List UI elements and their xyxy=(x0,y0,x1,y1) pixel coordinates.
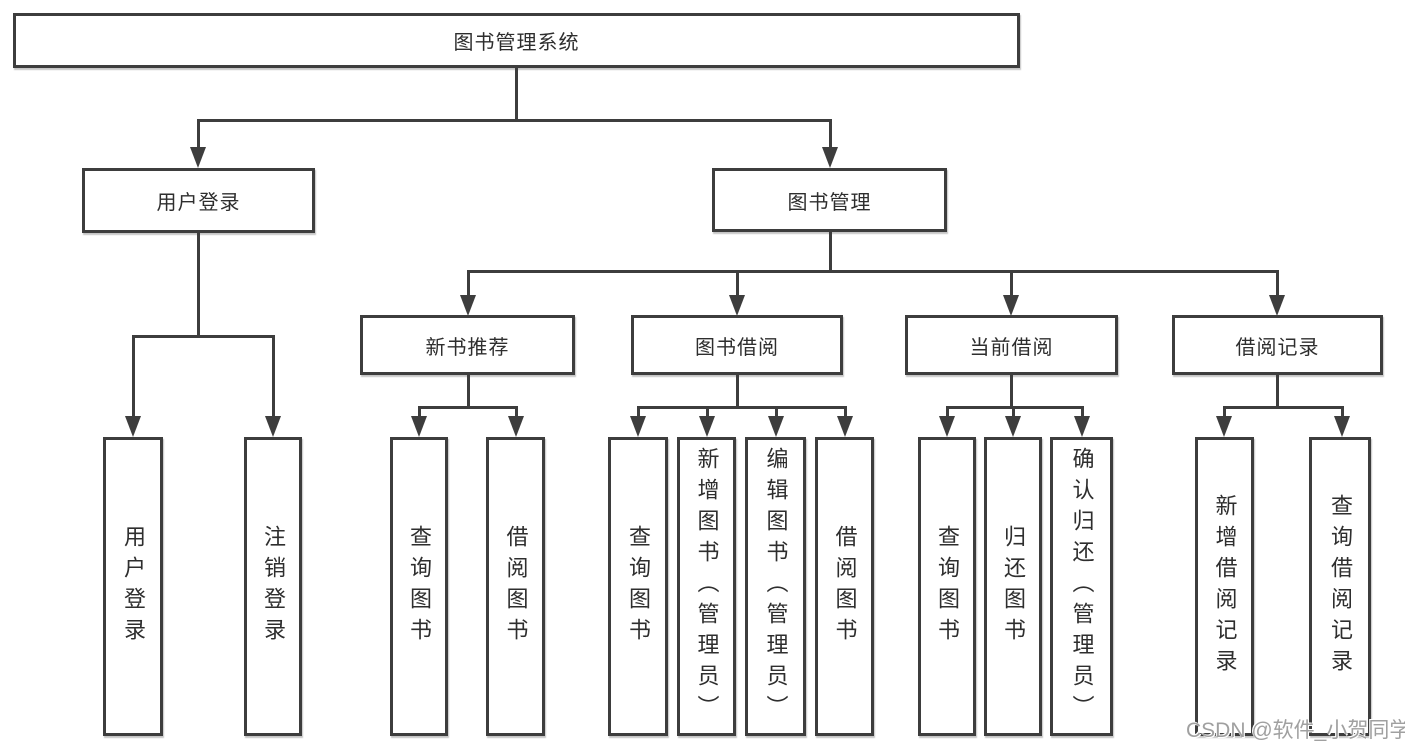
node-label: 当前借阅 xyxy=(969,336,1054,359)
node-label: 图书借阅 xyxy=(695,336,779,359)
arrowhead xyxy=(768,416,784,437)
connector-new-book-stem xyxy=(467,373,470,409)
connector-level2-bus xyxy=(197,119,832,122)
leaf-edit-book-admin: 编辑图书（管理员） xyxy=(745,437,806,736)
connector-drop xyxy=(515,406,518,419)
node-label: 图书管理系统 xyxy=(453,32,580,54)
arrowhead xyxy=(630,416,646,437)
leaf-label: 归还图书 xyxy=(1001,524,1026,649)
leaf-label: 借阅图书 xyxy=(832,524,858,649)
connector-drop-book-borrow xyxy=(736,270,739,297)
connector-drop xyxy=(775,406,778,419)
connector-user-login-bus xyxy=(132,335,275,338)
arrowhead-user-login xyxy=(190,147,206,168)
connector-drop xyxy=(1012,406,1015,419)
arrowhead-logout xyxy=(265,416,281,437)
leaf-borrow-book: 借阅图书 xyxy=(815,437,874,736)
arrowhead-new-book xyxy=(460,295,476,316)
node-book-management: 图书管理 xyxy=(712,168,947,232)
arrowhead-book-borrow xyxy=(729,295,745,316)
node-current-borrow: 当前借阅 xyxy=(905,315,1118,375)
leaf-label: 借阅图书 xyxy=(503,524,529,649)
leaf-label: 用户登录 xyxy=(121,524,146,649)
node-book-borrow: 图书借阅 xyxy=(631,315,843,375)
leaf-label: 查询借阅记录 xyxy=(1328,493,1353,680)
node-borrow-record: 借阅记录 xyxy=(1172,315,1383,375)
node-user-login: 用户登录 xyxy=(82,168,315,233)
connector-borrow-record-stem xyxy=(1276,373,1279,409)
node-label: 图书管理 xyxy=(787,191,872,214)
arrowhead xyxy=(837,416,853,437)
leaf-label: 查询图书 xyxy=(626,524,651,649)
connector-user-login-stem xyxy=(197,231,200,338)
connector-drop xyxy=(418,406,421,419)
connector-drop-new-book xyxy=(467,270,470,297)
connector-drop xyxy=(1341,406,1344,419)
connector-drop-user-login xyxy=(197,119,200,149)
leaf-logout: 注销登录 xyxy=(244,437,302,736)
arrowhead xyxy=(411,416,427,437)
leaf-borrow-book-recommend: 借阅图书 xyxy=(486,437,545,736)
leaf-label: 注销登录 xyxy=(261,524,286,649)
leaf-user-login: 用户登录 xyxy=(103,437,163,736)
connector-drop xyxy=(1223,406,1226,419)
arrowhead-book-management xyxy=(822,147,838,168)
connector-drop-login xyxy=(132,335,135,418)
connector-drop-current-borrow xyxy=(1010,270,1013,297)
connector-new-book-bus xyxy=(418,406,517,409)
node-library-management-system: 图书管理系统 xyxy=(13,13,1020,68)
leaf-label: 查询图书 xyxy=(935,524,960,649)
arrowhead xyxy=(508,416,524,437)
leaf-query-book-recommend: 查询图书 xyxy=(390,437,448,736)
node-label: 用户登录 xyxy=(156,192,241,214)
arrowhead xyxy=(1005,416,1021,437)
arrowhead xyxy=(939,416,955,437)
leaf-label: 编辑图书（管理员） xyxy=(763,447,789,726)
node-label: 新书推荐 xyxy=(425,336,510,359)
leaf-query-borrow-record: 查询借阅记录 xyxy=(1309,437,1371,736)
arrowhead-current-borrow xyxy=(1003,295,1019,316)
connector-current-borrow-stem xyxy=(1010,373,1013,409)
leaf-label: 确认归还（管理员） xyxy=(1069,447,1095,726)
arrowhead xyxy=(1334,416,1350,437)
connector-drop xyxy=(637,406,640,419)
connector-book-borrow-stem xyxy=(736,373,739,409)
connector-drop-logout xyxy=(272,335,275,418)
connector-drop xyxy=(706,406,709,419)
arrowhead xyxy=(1216,416,1232,437)
leaf-confirm-return-admin: 确认归还（管理员） xyxy=(1050,437,1113,736)
connector-level3-bus xyxy=(467,270,1279,273)
connector-borrow-record-bus xyxy=(1223,406,1343,409)
leaf-query-book-current: 查询图书 xyxy=(918,437,976,736)
leaf-query-book-borrow: 查询图书 xyxy=(608,437,668,736)
node-label: 借阅记录 xyxy=(1235,336,1320,359)
arrowhead xyxy=(1074,416,1090,437)
connector-book-management-stem xyxy=(829,230,832,273)
connector-drop xyxy=(844,406,847,419)
leaf-return-book: 归还图书 xyxy=(984,437,1042,736)
arrowhead-login xyxy=(125,416,141,437)
connector-drop xyxy=(1081,406,1084,419)
leaf-label: 查询图书 xyxy=(407,524,432,649)
connector-book-borrow-bus xyxy=(637,406,846,409)
csdn-watermark: CSDN @软件_小贺同学 xyxy=(1186,719,1405,742)
arrowhead xyxy=(699,416,715,437)
connector-drop-borrow-record xyxy=(1276,270,1279,297)
leaf-label: 新增借阅记录 xyxy=(1212,493,1238,680)
leaf-add-book-admin: 新增图书（管理员） xyxy=(677,437,736,736)
node-new-book-recommend: 新书推荐 xyxy=(360,315,575,375)
leaf-add-borrow-record: 新增借阅记录 xyxy=(1195,437,1254,736)
leaf-label: 新增图书（管理员） xyxy=(694,447,720,726)
arrowhead-borrow-record xyxy=(1269,295,1285,316)
connector-drop-book-management xyxy=(829,119,832,149)
connector-root-stem xyxy=(515,66,518,121)
connector-drop xyxy=(946,406,949,419)
